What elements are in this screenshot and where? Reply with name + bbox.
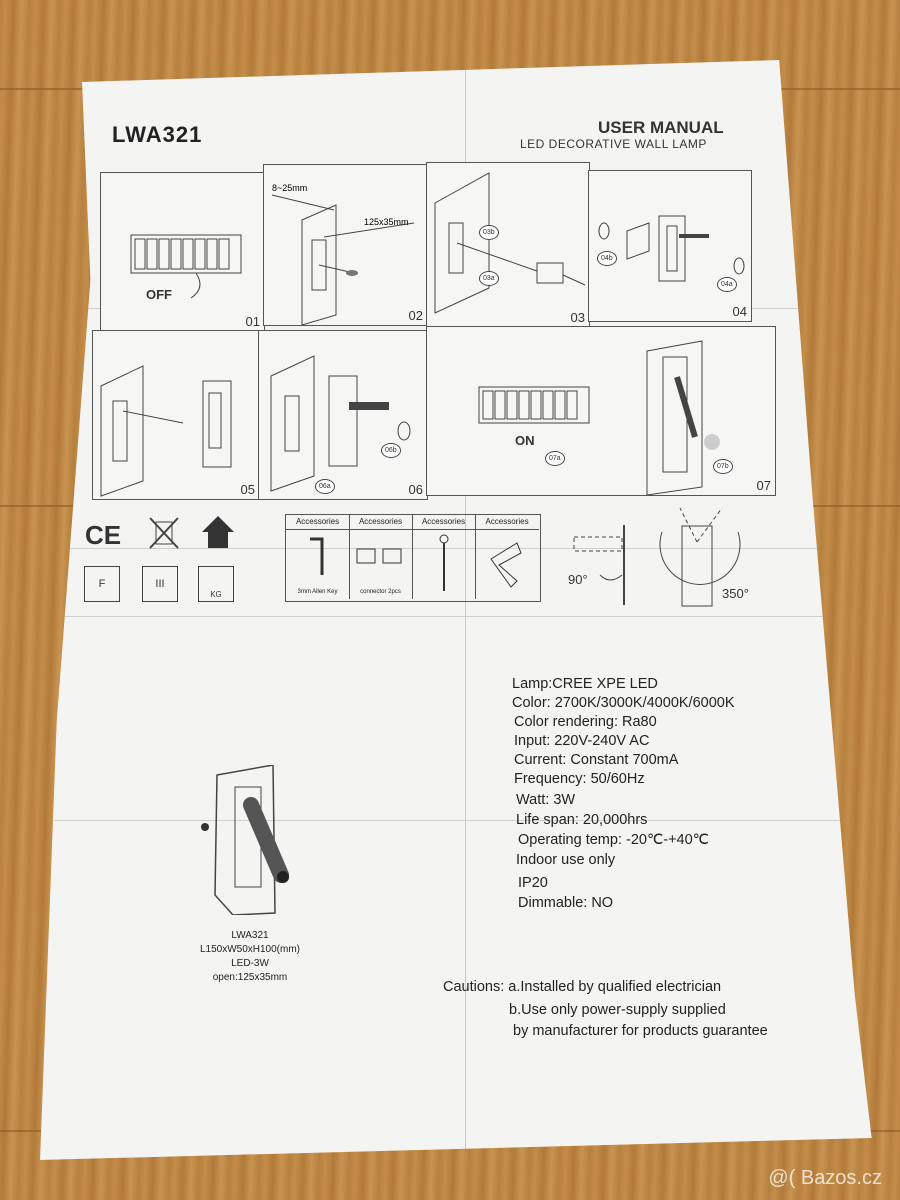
- accessory-label: connector 2pcs: [360, 589, 401, 595]
- rotation-angle-label: 350°: [722, 586, 749, 601]
- driver-wiring-illustration: [434, 172, 586, 314]
- accessories-table: Accessories 3mm Allen Key Accessories co…: [285, 514, 541, 602]
- product-dimensions: L150xW50xH100(mm): [199, 944, 301, 955]
- caution-line: Cautions: a.Installed by qualified elect…: [443, 979, 722, 995]
- spec-line: Dimmable: NO: [518, 895, 614, 911]
- accessory-cell: Accessories: [475, 515, 539, 599]
- power-on-illustration: [478, 340, 720, 496]
- step-number: 06: [408, 482, 423, 497]
- insert-lamp-illustration: [270, 355, 411, 492]
- accessory-cell: Accessories connector 2pcs: [349, 515, 413, 599]
- step-tag: 03b: [479, 225, 499, 240]
- power-off-label: OFF: [146, 287, 172, 302]
- step-number: 07: [756, 478, 771, 493]
- caution-line: by manufacturer for products guarantee: [513, 1023, 768, 1039]
- step-number: 04: [732, 304, 747, 319]
- fold-line: [40, 548, 872, 549]
- caution-line: b.Use only power-supply supplied: [509, 1002, 726, 1018]
- accessory-label: 3mm Allen Key: [297, 589, 338, 595]
- tilt-angle-label: 90°: [568, 572, 588, 587]
- accessory-cell: Accessories 3mm Allen Key: [286, 515, 350, 599]
- flammable-surface-icon: F: [84, 566, 120, 602]
- spring-clip-icon: [490, 542, 522, 588]
- tilt-angle-diagram: [573, 525, 625, 605]
- watermark: @( Bazos.cz: [768, 1167, 882, 1189]
- step-panel-07: ON 07a 07b 07: [426, 326, 776, 496]
- manual-subtitle: LED DECORATIVE WALL LAMP: [520, 137, 707, 151]
- spec-line: Watt: 3W: [516, 792, 576, 808]
- step-tag: 07a: [545, 451, 565, 466]
- weight-kg-icon: KG: [198, 566, 234, 602]
- product-cutout: open:125x35mm: [212, 972, 288, 983]
- fold-line: [40, 616, 872, 617]
- lamp-product-illustration: [201, 765, 289, 915]
- spec-line: Operating temp: -20℃-+40℃: [518, 832, 709, 848]
- terminal-block-illustration: [130, 234, 242, 299]
- step-tag: 03a: [479, 271, 499, 286]
- step-panel-03: 03b 03a 03: [426, 162, 590, 328]
- screw-icon: [439, 534, 449, 591]
- indoor-house-icon: [202, 516, 234, 548]
- lamp-mounting-illustration: [598, 215, 745, 282]
- product-model: LWA321: [231, 930, 269, 941]
- step-panel-01: OFF 01: [100, 172, 265, 332]
- connector-icon: [356, 548, 402, 564]
- spec-line: Indoor use only: [516, 852, 616, 868]
- depth-dimension: 8~25mm: [272, 183, 308, 193]
- wall-cutout-illustration: [271, 194, 415, 326]
- step-tag: 06a: [315, 479, 335, 494]
- step-tag: 04a: [717, 277, 737, 292]
- spec-line: Lamp:CREE XPE LED: [512, 676, 658, 692]
- step-tag: 04b: [597, 251, 617, 266]
- weee-bin-icon: [149, 517, 179, 549]
- step-tag: 06b: [381, 443, 401, 458]
- step-panel-05: 05: [92, 330, 260, 500]
- connect-wires-illustration: [100, 365, 232, 497]
- spec-line: Color rendering: Ra80: [514, 714, 657, 730]
- spec-line: Color: 2700K/3000K/4000K/6000K: [512, 695, 735, 711]
- step-number: 03: [570, 310, 585, 325]
- step-number: 01: [245, 314, 260, 329]
- step-panel-04: 04b 04a 04: [588, 170, 752, 322]
- step-tag: 07b: [713, 459, 733, 474]
- accessory-header: Accessories: [349, 515, 412, 530]
- power-on-label: ON: [515, 433, 535, 448]
- manual-title: USER MANUAL: [598, 118, 724, 137]
- accessory-header: Accessories: [412, 515, 475, 530]
- ce-mark: CE: [85, 520, 122, 550]
- spec-line: IP20: [518, 875, 548, 891]
- accessory-header: Accessories: [475, 515, 539, 530]
- spec-line: Life span: 20,000hrs: [516, 812, 648, 828]
- rotation-angle-diagram: [659, 507, 741, 607]
- model-code: LWA321: [112, 122, 203, 147]
- fold-line: [40, 820, 872, 821]
- accessory-cell: Accessories: [412, 515, 476, 599]
- spec-line: Current: Constant 700mA: [514, 752, 679, 768]
- spec-line: Input: 220V-240V AC: [514, 733, 650, 749]
- spec-line: Frequency: 50/60Hz: [514, 771, 645, 787]
- fold-line: [465, 60, 466, 1160]
- step-number: 02: [408, 308, 423, 323]
- allen-key-icon: [310, 537, 324, 575]
- step-panel-02: 8~25mm 125x35mm 02: [263, 164, 428, 326]
- cutout-dimension: 125x35mm: [364, 217, 409, 227]
- product-power: LED-3W: [231, 958, 269, 969]
- step-panel-06: 06b 06a 06: [258, 330, 428, 500]
- class-iii-icon: III: [142, 566, 178, 602]
- step-number: 05: [240, 482, 255, 497]
- accessory-header: Accessories: [286, 515, 349, 530]
